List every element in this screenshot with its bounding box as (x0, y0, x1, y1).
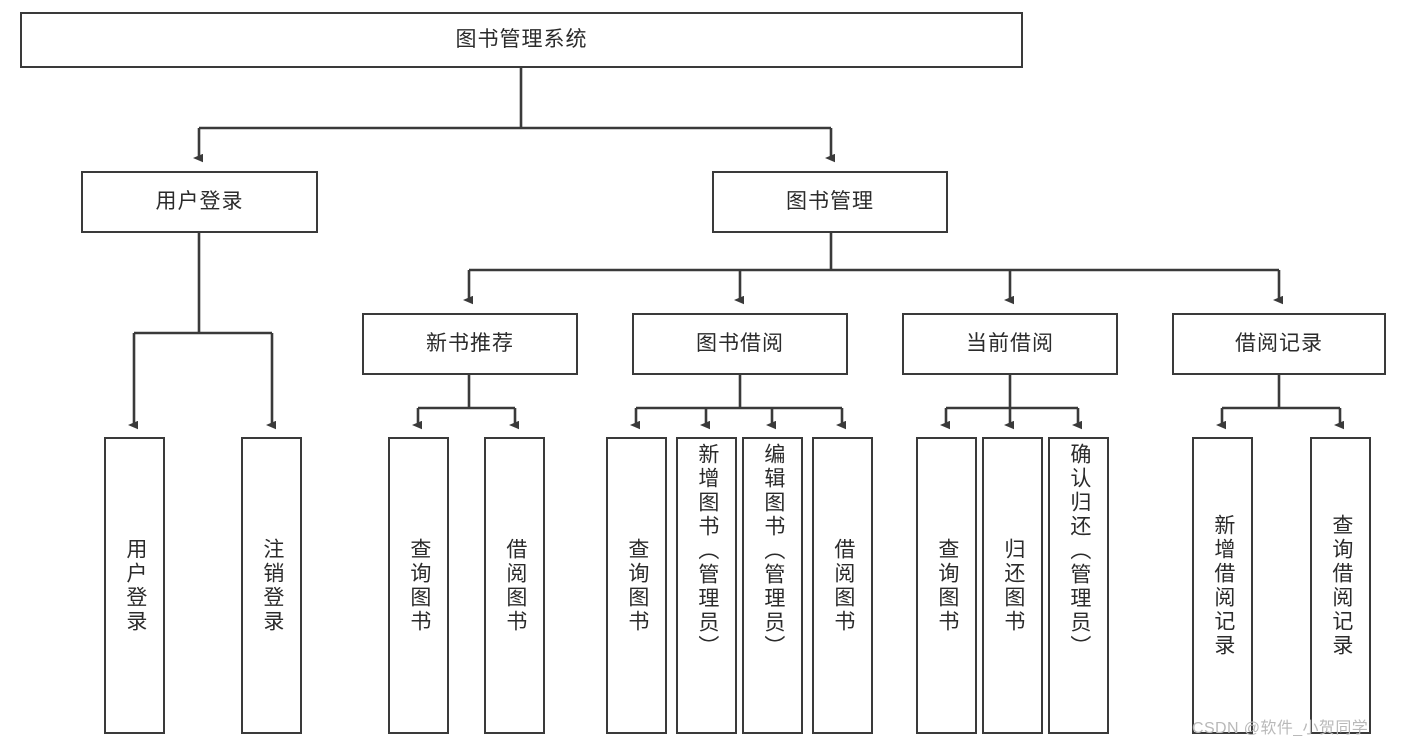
leaf-return-book[interactable]: 归还图书 (982, 437, 1043, 734)
leaf-confirm-return-admin-label: 确认归还（管理员） (1067, 443, 1091, 659)
leaf-user-login[interactable]: 用户登录 (104, 437, 165, 734)
leaf-logout-label: 注销登录 (260, 537, 284, 634)
csdn-watermark: CSDN @软件_小贺同学 (1192, 720, 1369, 737)
leaf-add-record-label: 新增借阅记录 (1211, 513, 1235, 658)
leaf-borrow-book-2-label: 借阅图书 (831, 537, 855, 634)
leaf-query-book-3-label: 查询图书 (935, 537, 959, 634)
node-book-borrow-label: 图书借阅 (696, 331, 784, 355)
node-root-label: 图书管理系统 (455, 27, 588, 51)
leaf-query-record-label: 查询借阅记录 (1329, 513, 1353, 658)
node-user-login[interactable]: 用户登录 (81, 171, 318, 233)
node-current-borrow[interactable]: 当前借阅 (902, 313, 1118, 375)
leaf-logout[interactable]: 注销登录 (241, 437, 302, 734)
leaf-edit-book-admin-label: 编辑图书（管理员） (761, 443, 785, 659)
leaf-borrow-book-1[interactable]: 借阅图书 (484, 437, 545, 734)
node-book-borrow[interactable]: 图书借阅 (632, 313, 848, 375)
node-new-book-recommend[interactable]: 新书推荐 (362, 313, 578, 375)
node-root[interactable]: 图书管理系统 (20, 12, 1023, 68)
node-borrow-record-label: 借阅记录 (1235, 331, 1323, 355)
leaf-confirm-return-admin[interactable]: 确认归还（管理员） (1048, 437, 1109, 734)
node-book-manage-label: 图书管理 (786, 189, 874, 213)
leaf-borrow-book-1-label: 借阅图书 (503, 537, 527, 634)
node-book-manage[interactable]: 图书管理 (712, 171, 948, 233)
leaf-query-book-2[interactable]: 查询图书 (606, 437, 667, 734)
leaf-user-login-label: 用户登录 (123, 537, 147, 634)
leaf-query-book-1-label: 查询图书 (407, 537, 431, 634)
leaf-add-book-admin-label: 新增图书（管理员） (695, 443, 719, 659)
node-new-book-recommend-label: 新书推荐 (426, 331, 514, 355)
leaf-add-record[interactable]: 新增借阅记录 (1192, 437, 1253, 734)
leaf-add-book-admin[interactable]: 新增图书（管理员） (676, 437, 737, 734)
leaf-borrow-book-2[interactable]: 借阅图书 (812, 437, 873, 734)
node-borrow-record[interactable]: 借阅记录 (1172, 313, 1386, 375)
leaf-query-book-3[interactable]: 查询图书 (916, 437, 977, 734)
leaf-edit-book-admin[interactable]: 编辑图书（管理员） (742, 437, 803, 734)
leaf-query-book-1[interactable]: 查询图书 (388, 437, 449, 734)
leaf-return-book-label: 归还图书 (1001, 537, 1025, 634)
leaf-query-book-2-label: 查询图书 (625, 537, 649, 634)
node-current-borrow-label: 当前借阅 (966, 331, 1054, 355)
node-user-login-label: 用户登录 (155, 189, 244, 213)
leaf-query-record[interactable]: 查询借阅记录 (1310, 437, 1371, 734)
